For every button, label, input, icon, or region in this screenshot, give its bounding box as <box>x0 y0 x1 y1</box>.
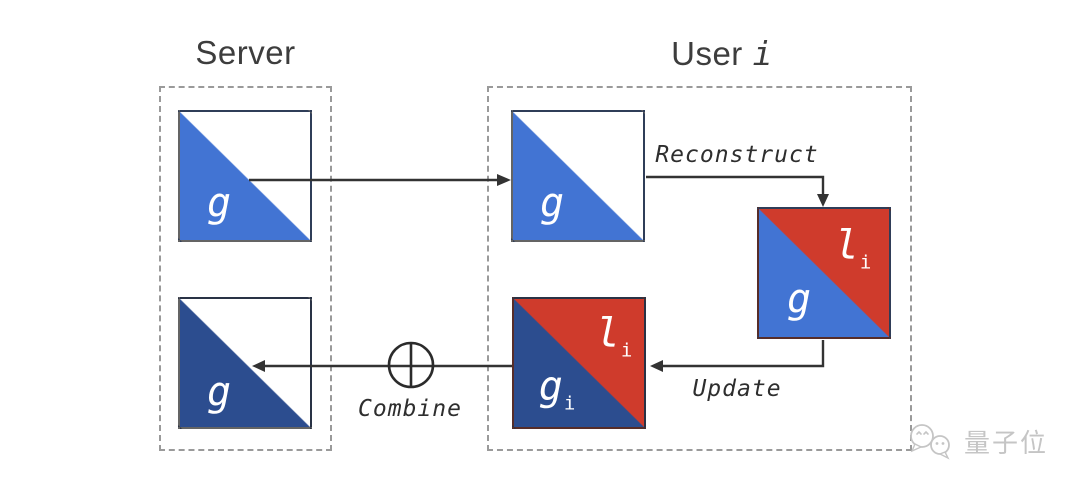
reconstructed-local-main: l <box>834 222 859 269</box>
updated-local-sub: i <box>620 339 633 362</box>
server-title-text: Server <box>195 34 296 71</box>
updated-local-main: l <box>595 310 620 357</box>
server-combined-model-square <box>178 297 312 429</box>
watermark-text: 量子位 <box>963 427 1048 458</box>
reconstructed-global-label: g <box>786 276 812 322</box>
user-title-text: User <box>671 35 743 72</box>
reconstructed-local-label: li <box>835 226 872 273</box>
updated-global-sub: i <box>563 392 576 415</box>
watermark: 量子位 <box>907 422 1048 460</box>
user-global-label: g <box>539 180 565 226</box>
server-group-box <box>159 86 332 451</box>
server-combined-label: g <box>206 369 232 415</box>
reconstruct-label: Reconstruct <box>655 142 819 168</box>
combine-operator-icon <box>387 341 435 389</box>
updated-global-main: g <box>538 363 563 410</box>
reconstructed-local-sub: i <box>859 251 872 274</box>
user-title: User i <box>487 34 957 73</box>
server-global-model-square <box>178 110 312 242</box>
server-global-label: g <box>206 180 232 226</box>
server-title: Server <box>159 34 332 72</box>
updated-global-label: gi <box>539 367 576 414</box>
update-label: Update <box>692 376 782 402</box>
user-updated-model-square <box>512 297 646 429</box>
updated-local-label: li <box>596 314 633 361</box>
user-global-model-square <box>511 110 645 242</box>
user-index-var: i <box>752 34 773 73</box>
user-group-box <box>487 86 912 451</box>
combine-label: Combine <box>358 396 462 422</box>
user-reconstructed-model-square <box>757 207 891 339</box>
chat-bubbles-icon <box>910 424 950 460</box>
